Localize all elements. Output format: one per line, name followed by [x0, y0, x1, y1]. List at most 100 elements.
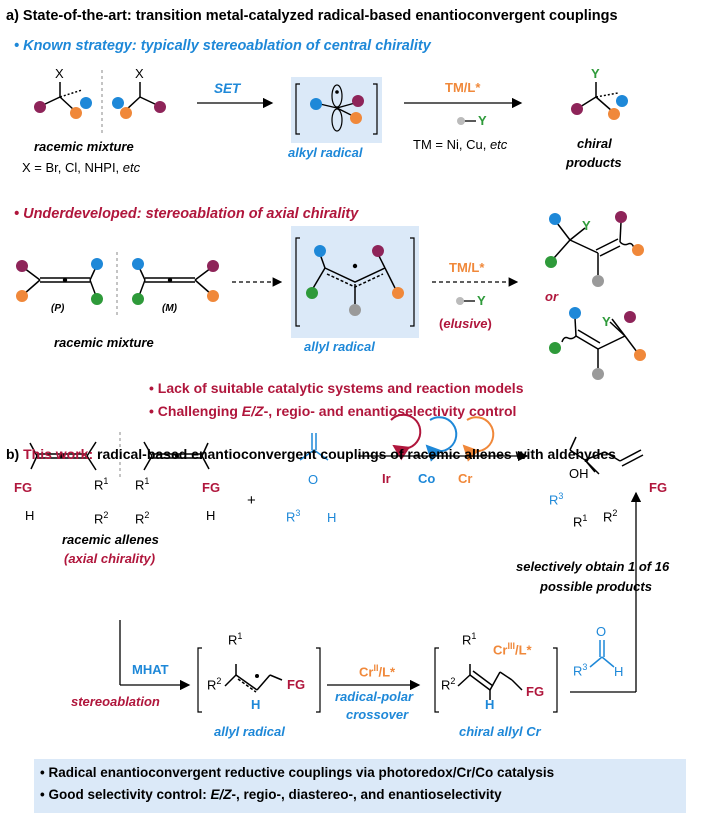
- green-ball: [306, 287, 318, 299]
- p-label: (P): [51, 303, 65, 314]
- product-oh: OH: [569, 466, 589, 481]
- green-ball: [132, 293, 144, 305]
- elusive-label: (elusive): [439, 316, 492, 331]
- tm-ligand-label-2: TM/L*: [449, 260, 485, 275]
- orange-ball: [207, 290, 219, 302]
- purple-ball: [34, 101, 46, 113]
- product-r1: R1: [573, 513, 588, 530]
- blue-ball: [616, 95, 628, 107]
- aldehyde-r3: R3: [286, 508, 301, 525]
- plus-sign: +: [247, 492, 256, 509]
- bracket-left: [434, 647, 439, 713]
- fg-left: FG: [14, 480, 33, 495]
- r1-right: R1: [135, 476, 150, 493]
- catalyst-cycles: [390, 413, 495, 462]
- blue-ball: [112, 97, 124, 109]
- bracket-left: [295, 83, 300, 135]
- orange-ball: [634, 349, 646, 361]
- fg-right: FG: [202, 480, 221, 495]
- product-2: [561, 317, 638, 368]
- allyl-radical-b: [224, 664, 283, 693]
- product-y-label: Y: [591, 66, 600, 81]
- x-label: X: [135, 66, 144, 81]
- crl-cr: CrIII/L*: [493, 641, 532, 658]
- products-label: products: [566, 155, 622, 170]
- bracket-right: [373, 83, 378, 135]
- x-list: X = Br, Cl, NHPI, etc: [22, 160, 141, 175]
- racemic-molecule-2: [125, 82, 158, 111]
- rpc-line-1: radical-polar: [335, 689, 414, 704]
- cr-ligand-label: CrII/L*: [359, 663, 396, 680]
- purple-ball: [16, 260, 28, 272]
- crl-r1: R1: [462, 631, 477, 648]
- blue-ball: [569, 307, 581, 319]
- blue-ball: [549, 213, 561, 225]
- allyl-radical-b-label: allyl radical: [214, 724, 285, 739]
- aldehyde2-r3: R3: [573, 662, 588, 679]
- purple-ball: [615, 211, 627, 223]
- rpc-line-2: crossover: [346, 707, 409, 722]
- racemic-mixture-label-2: racemic mixture: [54, 335, 154, 350]
- bullet-2: • Challenging E/Z-, regio- and enantiose…: [149, 403, 517, 419]
- blue-ball: [314, 245, 326, 257]
- purple-ball: [207, 260, 219, 272]
- x-label: X: [55, 66, 64, 81]
- r2-left: R2: [94, 510, 109, 527]
- orange-ball: [350, 112, 362, 124]
- selectively-label: selectively obtain 1 of 16: [516, 559, 670, 574]
- set-label: SET: [214, 81, 241, 96]
- summary-2: • Good selectivity control: E/Z-, regio-…: [40, 787, 502, 802]
- int-r2: R2: [207, 676, 222, 693]
- mhat-label: MHAT: [132, 662, 169, 677]
- chiral-allyl-cr-label: chiral allyl Cr: [459, 724, 541, 739]
- summary-highlight: [34, 759, 686, 813]
- catalyst-co: Co: [418, 471, 436, 486]
- aldehyde-o: O: [308, 472, 319, 487]
- crl-fg: FG: [526, 684, 545, 699]
- racemic-molecule-1: [42, 82, 83, 111]
- underdeveloped: • Underdeveloped: stereoablation of axia…: [14, 206, 359, 222]
- aldehyde2-h: H: [614, 664, 624, 679]
- blue-ball: [91, 258, 103, 270]
- known-strategy: • Known strategy: typically stereoablati…: [14, 38, 431, 54]
- chiral-product: [579, 82, 619, 112]
- product-r3: R3: [549, 491, 564, 508]
- bracket-left: [295, 237, 300, 327]
- r2-right: R2: [135, 510, 150, 527]
- allyl-radical-label: allyl radical: [304, 339, 375, 354]
- chiral-label: chiral: [577, 136, 612, 151]
- crl-h: H: [485, 697, 495, 712]
- blue-ball: [80, 97, 92, 109]
- product-1: [553, 221, 635, 275]
- blue-ball: [310, 98, 322, 110]
- purple-ball: [624, 311, 636, 323]
- allene-m: [138, 266, 212, 297]
- orange-ball: [120, 107, 132, 119]
- tm-ligand-label: TM/L*: [445, 80, 481, 95]
- alkyl-radical-label: alkyl radical: [288, 145, 363, 160]
- gray-ball: [457, 117, 465, 125]
- or-label: or: [545, 289, 558, 304]
- allyl-radical-structure: [311, 253, 397, 304]
- gray-ball: [349, 304, 361, 316]
- summary-1: • Radical enantioconvergent reductive co…: [40, 765, 555, 780]
- bracket-right: [410, 237, 415, 327]
- aldehyde: [299, 433, 329, 461]
- int-r1: R1: [228, 631, 243, 648]
- section-a-heading: a) State-of-the-art: transition metal-ca…: [6, 8, 618, 24]
- green-ball: [545, 256, 557, 268]
- orange-ball: [16, 290, 28, 302]
- orange-ball: [70, 107, 82, 119]
- catalyst-ir: Ir: [382, 471, 391, 486]
- orange-ball: [632, 244, 644, 256]
- allene-p: [23, 266, 97, 297]
- chiral-allyl-cr: [457, 664, 523, 700]
- purple-ball: [154, 101, 166, 113]
- aldehyde-h: H: [327, 510, 337, 525]
- blue-ball: [132, 258, 144, 270]
- racemic-allenes-label: racemic allenes: [62, 532, 159, 547]
- product-1-y: Y: [582, 218, 591, 233]
- y-reagent-label-2: Y: [477, 293, 486, 308]
- gray-ball: [592, 368, 604, 380]
